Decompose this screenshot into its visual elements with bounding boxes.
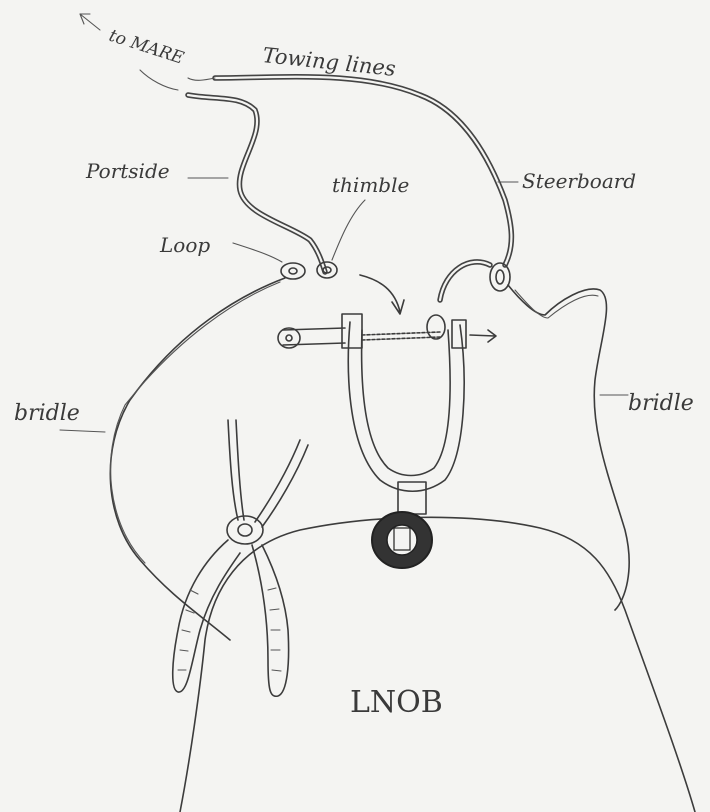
portside-label: Portside — [85, 159, 170, 183]
eye-ring — [372, 512, 432, 568]
knob-outline — [180, 517, 695, 812]
shackle — [278, 275, 496, 514]
knob-label: LNOB — [350, 685, 443, 720]
starboard-label: Steerboard — [522, 169, 636, 193]
bridle-left-label: bridle — [14, 401, 80, 426]
thimble-loop — [281, 262, 510, 300]
loop-label: Loop — [159, 233, 210, 257]
bridle-right-label: bridle — [628, 391, 694, 416]
left-bridle — [110, 278, 285, 640]
pliers-icon — [173, 420, 308, 696]
thimble-label: thimble — [332, 173, 409, 197]
to-mare-label: to MARE — [106, 26, 186, 69]
right-bridle — [508, 285, 629, 610]
